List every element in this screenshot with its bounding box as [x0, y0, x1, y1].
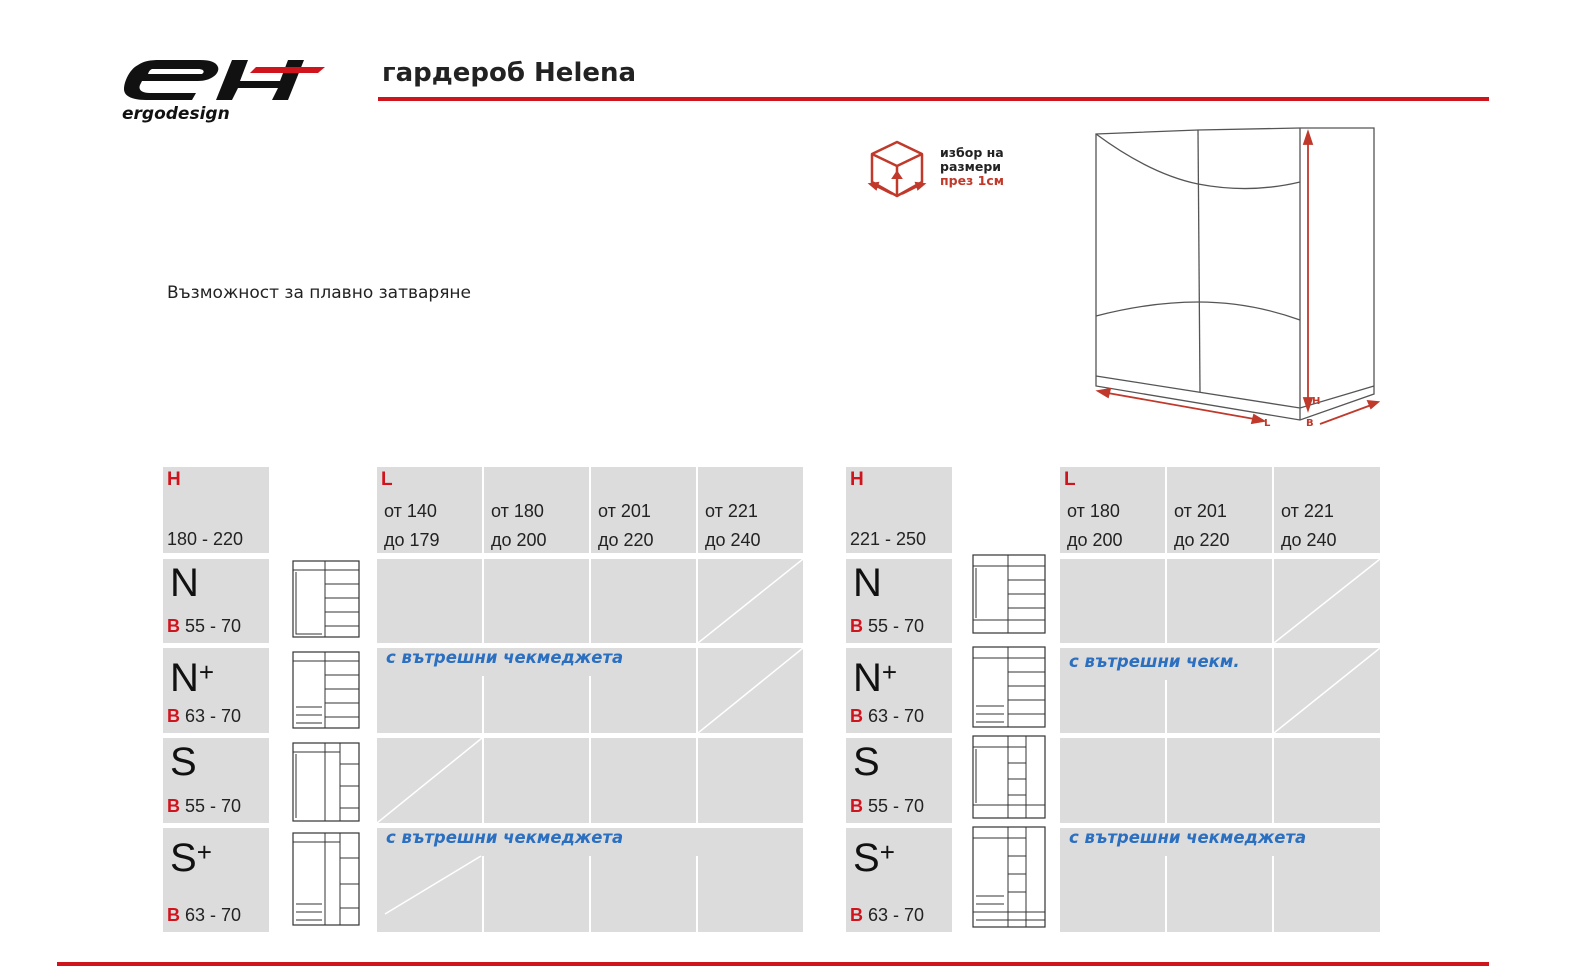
wardrobe-layout-thumbnail [292, 560, 360, 638]
type-cell-s: S B 55 - 70 [163, 738, 269, 823]
depth-range: B 63 - 70 [167, 706, 242, 726]
internal-drawers-note: с вътрешни чекм. [1069, 652, 1240, 671]
column-to: до 220 [598, 530, 654, 550]
not-available-mark [384, 855, 482, 915]
type-cell-n-plus: N+ B 63 - 70 [846, 648, 952, 733]
feature-text: Възможност за плавно затваряне [167, 283, 472, 303]
type-cell-n: N B 55 - 70 [846, 559, 952, 643]
column-from: от 201 [598, 501, 651, 521]
column-to: до 200 [491, 530, 547, 550]
type-cell-n: N B 55 - 70 [163, 559, 269, 643]
column-header: от 221 до 240 [698, 467, 803, 553]
column-to: до 220 [1174, 530, 1230, 550]
wardrobe-layout-thumbnail [292, 651, 360, 729]
column-from: от 221 [1281, 501, 1334, 521]
wardrobe-layout-thumbnail [972, 735, 1046, 819]
depth-range: B 63 - 70 [167, 905, 242, 925]
wardrobe-layout-thumbnail [292, 832, 360, 926]
l-label: L [1064, 469, 1076, 490]
title-divider [378, 97, 1489, 101]
depth-range: B 55 - 70 [167, 616, 242, 636]
depth-range: B 55 - 70 [167, 796, 242, 816]
h-header-cell: H 221 - 250 [846, 467, 952, 553]
h-range: 221 - 250 [850, 529, 927, 549]
internal-drawers-note: с вътрешни чекмеджета [1069, 828, 1307, 847]
column-from: от 201 [1174, 501, 1227, 521]
type-cell-s: S B 55 - 70 [846, 738, 952, 823]
column-header: от 180 до 200 [484, 467, 589, 553]
ergodesign-logo: ergodesign [122, 60, 325, 124]
h-range: 180 - 220 [167, 529, 244, 549]
column-from: от 180 [491, 501, 544, 521]
internal-drawers-note: с вътрешни чекмеджета [386, 648, 624, 667]
column-header: от 221 до 240 [1274, 467, 1380, 553]
wardrobe-layout-thumbnail [292, 742, 360, 822]
svg-text:ergodesign: ergodesign [122, 104, 230, 124]
size-choice-badge: избор на размери през 1см [866, 138, 1016, 202]
wardrobe-layout-thumbnail [972, 554, 1046, 634]
badge-line-1: избор на [940, 145, 1004, 160]
h-label: H [850, 469, 864, 490]
not-available-mark [697, 648, 803, 733]
not-available-mark [377, 738, 483, 823]
table-row [1060, 559, 1380, 643]
type-letter: N+ [170, 656, 215, 700]
table-row [1060, 738, 1380, 823]
column-to: до 240 [1281, 530, 1337, 550]
svg-text:B: B [1306, 418, 1314, 429]
column-header: L от 180 до 200 [1060, 467, 1165, 553]
not-available-mark [697, 559, 803, 643]
type-letter: S [853, 740, 880, 784]
depth-range: B 63 - 70 [850, 905, 925, 925]
column-from: от 180 [1067, 501, 1120, 521]
column-header: от 201 до 220 [1167, 467, 1272, 553]
type-cell-s-plus: S+ B 63 - 70 [163, 828, 269, 932]
type-letter: S [170, 740, 197, 784]
table-row: с вътрешни чекм. [1060, 648, 1380, 733]
badge-line-3: през 1см [940, 173, 1005, 188]
column-from: от 221 [705, 501, 758, 521]
type-cell-n-plus: N+ B 63 - 70 [163, 648, 269, 733]
l-label: L [381, 469, 393, 490]
h-header-cell: H 180 - 220 [163, 467, 269, 553]
wardrobe-layout-thumbnail [972, 646, 1046, 728]
column-header: L от 140 до 179 [377, 467, 482, 553]
badge-line-2: размери [940, 159, 1002, 174]
depth-range: B 55 - 70 [850, 616, 925, 636]
type-letter: N [170, 561, 199, 605]
type-cell-s-plus: S+ B 63 - 70 [846, 828, 952, 932]
table-row: с вътрешни чекмеджета [1060, 828, 1380, 932]
h-label: H [167, 469, 181, 490]
cube-icon [867, 140, 927, 198]
table-row: с вътрешни чекмеджета [377, 828, 803, 932]
column-header: от 201 до 220 [591, 467, 696, 553]
internal-drawers-note: с вътрешни чекмеджета [386, 828, 624, 847]
column-from: от 140 [384, 501, 437, 521]
column-to: до 200 [1067, 530, 1123, 550]
depth-range: B 63 - 70 [850, 706, 925, 726]
type-letter: N [853, 561, 882, 605]
table-row [377, 559, 803, 643]
type-letter: S+ [853, 836, 895, 880]
type-letter: N+ [853, 656, 898, 700]
type-letter: S+ [170, 836, 212, 880]
svg-text:L: L [1264, 418, 1271, 429]
table-row: с вътрешни чекмеджета [377, 648, 803, 733]
svg-text:H: H [1312, 396, 1320, 407]
wardrobe-layout-thumbnail [972, 826, 1046, 928]
column-to: до 240 [705, 530, 761, 550]
table-row [377, 738, 803, 823]
not-available-mark [1273, 559, 1380, 643]
column-to: до 179 [384, 530, 440, 550]
page-title: гардероб Helena [382, 58, 637, 88]
wardrobe-illustration: H L B [1095, 127, 1381, 429]
not-available-mark [1273, 648, 1380, 733]
footer-divider [57, 962, 1489, 966]
depth-range: B 55 - 70 [850, 796, 925, 816]
